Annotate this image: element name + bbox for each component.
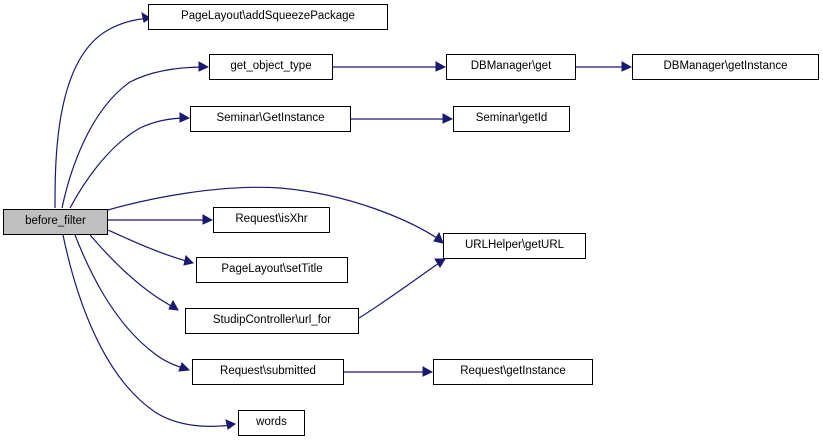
node-request-submitted[interactable]: Request\submitted <box>192 359 344 385</box>
node-label: Seminar\GetInstance <box>216 112 325 125</box>
node-studipcontroller-url-for[interactable]: StudipController\url_for <box>185 308 359 334</box>
node-request-getinstance[interactable]: Request\getInstance <box>433 359 593 385</box>
node-label: Request\isXhr <box>235 213 308 226</box>
node-label: URLHelper\getURL <box>464 239 565 252</box>
edge-studipcontroller_url_for-to-urlhelper_geturl <box>358 258 446 319</box>
node-seminar-getid[interactable]: Seminar\getId <box>453 106 570 132</box>
node-label: get_object_type <box>230 60 312 73</box>
node-before-filter[interactable]: before_filter <box>3 209 108 235</box>
node-urlhelper-geturl[interactable]: URLHelper\getURL <box>443 233 586 259</box>
edge-before_filter-to-pagelayout_settitle <box>107 229 194 266</box>
edge-before_filter-to-request_isxhr <box>108 214 214 225</box>
edge-before_filter-to-seminar_getinstance <box>69 112 191 209</box>
node-seminar-getinstance[interactable]: Seminar\GetInstance <box>190 106 351 132</box>
node-request-isxhr[interactable]: Request\isXhr <box>213 207 330 233</box>
edge-dbmanager_get-to-dbmanager_getinstance <box>576 61 633 72</box>
node-dbmanager-get[interactable]: DBManager\get <box>446 54 576 80</box>
node-label: words <box>256 416 287 429</box>
node-label: DBManager\get <box>470 60 552 73</box>
edge-before_filter-to-studipcontroller_url_for <box>89 234 179 311</box>
node-label: StudipController\url_for <box>212 314 332 327</box>
node-label: DBManager\getInstance <box>663 60 788 73</box>
edge-before_filter-to-addSqueezePackage <box>54 11 151 209</box>
node-pagelayout-settitle[interactable]: PageLayout\setTitle <box>196 257 348 283</box>
node-label: PageLayout\setTitle <box>221 263 323 276</box>
edge-before_filter-to-get_object_type <box>61 61 210 209</box>
node-label: Request\submitted <box>220 365 316 378</box>
node-label: PageLayout\addSqueezePackage <box>181 10 355 23</box>
edge-before_filter-to-request_submitted <box>74 234 191 372</box>
edge-seminar_getinstance-to-seminar_getid <box>351 113 454 124</box>
node-label: Seminar\getId <box>475 112 548 125</box>
node-words[interactable]: words <box>238 410 305 436</box>
node-label: before_filter <box>25 215 86 228</box>
node-get-object-type[interactable]: get_object_type <box>209 54 333 80</box>
node-pagelayout-addsqueezepackage[interactable]: PageLayout\addSqueezePackage <box>148 4 388 30</box>
node-label: Request\getInstance <box>460 365 566 378</box>
edge-request_submitted-to-request_getinstance <box>344 366 434 377</box>
edge-get_object_type-to-dbmanager_get <box>333 61 447 72</box>
node-dbmanager-getinstance[interactable]: DBManager\getInstance <box>632 54 819 80</box>
